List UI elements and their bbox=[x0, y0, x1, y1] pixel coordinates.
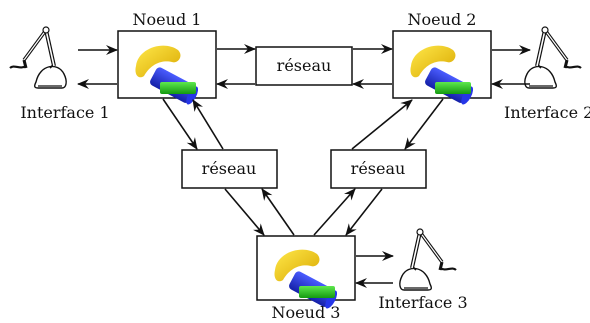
network-left: réseau bbox=[181, 149, 278, 189]
node-1 bbox=[117, 30, 217, 107]
network-right-label: réseau bbox=[351, 159, 406, 178]
haptic-device-icon bbox=[8, 25, 69, 90]
arrow-net-right-to-n2 bbox=[351, 99, 413, 150]
arrow-n2-to-net-right bbox=[404, 98, 444, 150]
network-left-label: réseau bbox=[202, 159, 257, 178]
network-top: réseau bbox=[255, 46, 353, 86]
node-2 bbox=[392, 30, 492, 107]
node-3-label: Noeud 3 bbox=[272, 303, 341, 322]
network-top-label: réseau bbox=[277, 56, 332, 75]
haptic-device-icon bbox=[397, 227, 458, 292]
arrow-n3-to-net-right bbox=[313, 188, 356, 236]
haptic-device-icon bbox=[522, 25, 583, 90]
node-2-label: Noeud 2 bbox=[408, 10, 477, 29]
interface-1-label: Interface 1 bbox=[20, 103, 109, 122]
arrow-net-left-to-n3 bbox=[224, 188, 265, 236]
arrow-net-right-to-n3 bbox=[345, 188, 383, 236]
interface-2-label: Interface 2 bbox=[504, 103, 590, 122]
arrow-net-left-to-n1 bbox=[192, 99, 224, 150]
arrow-n1-to-net-left bbox=[162, 98, 198, 150]
node-1-label: Noeud 1 bbox=[133, 10, 202, 29]
arrow-n3-to-net-left bbox=[261, 188, 295, 236]
node-3 bbox=[256, 235, 356, 311]
network-right: réseau bbox=[330, 149, 427, 189]
interface-3-label: Interface 3 bbox=[378, 293, 467, 312]
